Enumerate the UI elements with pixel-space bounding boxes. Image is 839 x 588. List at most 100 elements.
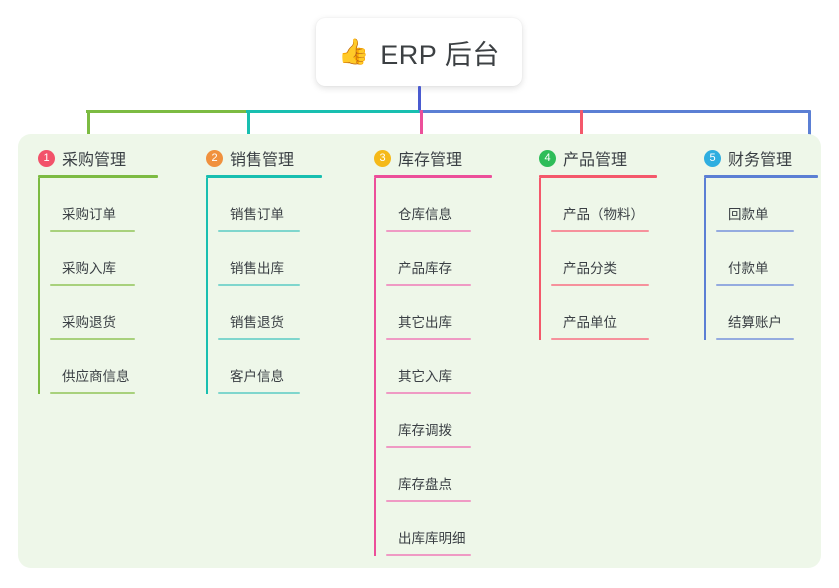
- branch-title: 销售管理: [230, 152, 295, 169]
- branch-item[interactable]: 付款单: [706, 232, 824, 286]
- branch-item-label: 产品（物料）: [563, 207, 644, 222]
- branch-item-underline: [386, 392, 471, 394]
- branch-item[interactable]: 产品（物料）: [541, 178, 689, 232]
- branch-connector-3: [420, 110, 423, 146]
- branch-item[interactable]: 其它入库: [376, 340, 524, 394]
- bus-segment-3: [419, 110, 810, 113]
- branch-item-underline: [386, 230, 471, 232]
- branch-title: 库存管理: [398, 152, 463, 169]
- branch-spine: [704, 178, 706, 340]
- branch-number-badge: 3: [374, 149, 391, 167]
- branch-item-underline: [50, 392, 135, 394]
- branch-column-5: 5 财务管理回款单付款单结算账户: [694, 146, 824, 340]
- branch-item-underline: [50, 230, 135, 232]
- branch-item[interactable]: 产品单位: [541, 286, 689, 340]
- branch-item-underline: [386, 500, 471, 502]
- branch-header-5[interactable]: 5 财务管理: [694, 146, 824, 170]
- branch-item-label: 出库库明细: [398, 531, 466, 546]
- branch-item[interactable]: 结算账户: [706, 286, 824, 340]
- branch-items-2: 销售订单销售出库销售退货客户信息: [196, 178, 348, 394]
- branch-number-badge: 5: [704, 149, 721, 167]
- branch-item-underline: [386, 338, 471, 340]
- branch-number-badge: 2: [206, 149, 223, 167]
- branch-item[interactable]: 销售退货: [208, 286, 348, 340]
- branch-item-label: 结算账户: [728, 315, 782, 330]
- branch-item-label: 产品分类: [563, 261, 617, 276]
- branch-header-1[interactable]: 1 采购管理: [28, 146, 180, 170]
- branch-item[interactable]: 销售订单: [208, 178, 348, 232]
- branch-items-4: 产品（物料） 产品分类产品单位: [529, 178, 689, 340]
- branch-item-label: 库存调拨: [398, 423, 452, 438]
- branch-item-label: 销售退货: [230, 315, 284, 330]
- branch-item[interactable]: 库存盘点: [376, 448, 524, 502]
- branch-spine: [206, 178, 208, 394]
- branch-item[interactable]: 采购订单: [40, 178, 180, 232]
- branch-items-1: 采购订单采购入库采购退货供应商信息: [28, 178, 180, 394]
- branch-item-label: 供应商信息: [62, 369, 130, 384]
- branch-item-underline: [218, 392, 300, 394]
- branch-title: 产品管理: [563, 152, 628, 169]
- branch-underline: [539, 175, 657, 178]
- branch-item-label: 其它出库: [398, 315, 452, 330]
- root-connector-line: [418, 86, 421, 112]
- bus-segment-1: [86, 110, 248, 113]
- branch-column-2: 2 销售管理销售订单销售出库销售退货客户信息: [196, 146, 348, 394]
- branch-item-label: 其它入库: [398, 369, 452, 384]
- branch-column-3: 3 库存管理仓库信息产品库存其它出库其它入库库存调拨库存盘点出库库明细: [364, 146, 524, 556]
- branch-item-underline: [50, 284, 135, 286]
- branch-item[interactable]: 供应商信息: [40, 340, 180, 394]
- branch-item-underline: [386, 446, 471, 448]
- branch-item[interactable]: 采购入库: [40, 232, 180, 286]
- branch-item-label: 客户信息: [230, 369, 284, 384]
- branch-item-underline: [218, 284, 300, 286]
- branch-item-underline: [218, 230, 300, 232]
- branch-item[interactable]: 其它出库: [376, 286, 524, 340]
- branches-panel: [18, 134, 821, 568]
- branch-item-underline: [551, 338, 649, 340]
- branch-item[interactable]: 客户信息: [208, 340, 348, 394]
- branch-item[interactable]: 产品库存: [376, 232, 524, 286]
- branch-item[interactable]: 仓库信息: [376, 178, 524, 232]
- branch-item-label: 付款单: [728, 261, 769, 276]
- thumbs-up-icon: 👍: [338, 37, 370, 66]
- branch-item-label: 回款单: [728, 207, 769, 222]
- branch-header-2[interactable]: 2 销售管理: [196, 146, 348, 170]
- branch-item-label: 采购入库: [62, 261, 116, 276]
- branch-title: 采购管理: [62, 152, 127, 169]
- branch-header-3[interactable]: 3 库存管理: [364, 146, 524, 170]
- branch-item-label: 仓库信息: [398, 207, 452, 222]
- branch-item[interactable]: 产品分类: [541, 232, 689, 286]
- branch-item-label: 采购订单: [62, 207, 116, 222]
- branch-item-label: 库存盘点: [398, 477, 452, 492]
- branch-item-underline: [386, 284, 471, 286]
- branch-item[interactable]: 回款单: [706, 178, 824, 232]
- branch-item-underline: [218, 338, 300, 340]
- branch-item-underline: [716, 284, 794, 286]
- branch-item-label: 产品单位: [563, 315, 617, 330]
- branch-item[interactable]: 出库库明细: [376, 502, 524, 556]
- root-node-title: ERP 后台: [380, 39, 500, 70]
- branch-connector-2: [247, 110, 250, 146]
- branch-title: 财务管理: [728, 152, 793, 169]
- branch-connector-1: [87, 110, 90, 146]
- branch-item[interactable]: 销售出库: [208, 232, 348, 286]
- branch-item-label: 产品库存: [398, 261, 452, 276]
- branch-item-underline: [716, 338, 794, 340]
- branch-item-underline: [716, 230, 794, 232]
- branch-connector-5: [808, 110, 811, 146]
- branch-items-5: 回款单付款单结算账户: [694, 178, 824, 340]
- branch-underline: [206, 175, 322, 178]
- root-node-card[interactable]: 👍 ERP 后台: [316, 18, 522, 86]
- branch-item-underline: [386, 554, 471, 556]
- branch-item[interactable]: 库存调拨: [376, 394, 524, 448]
- branch-item-label: 销售订单: [230, 207, 284, 222]
- branch-item[interactable]: 采购退货: [40, 286, 180, 340]
- branch-spine: [38, 178, 40, 394]
- branch-items-3: 仓库信息产品库存其它出库其它入库库存调拨库存盘点出库库明细: [364, 178, 524, 556]
- branch-number-badge: 1: [38, 149, 55, 167]
- branch-item-label: 采购退货: [62, 315, 116, 330]
- branch-spine: [374, 178, 376, 556]
- branch-item-underline: [551, 230, 649, 232]
